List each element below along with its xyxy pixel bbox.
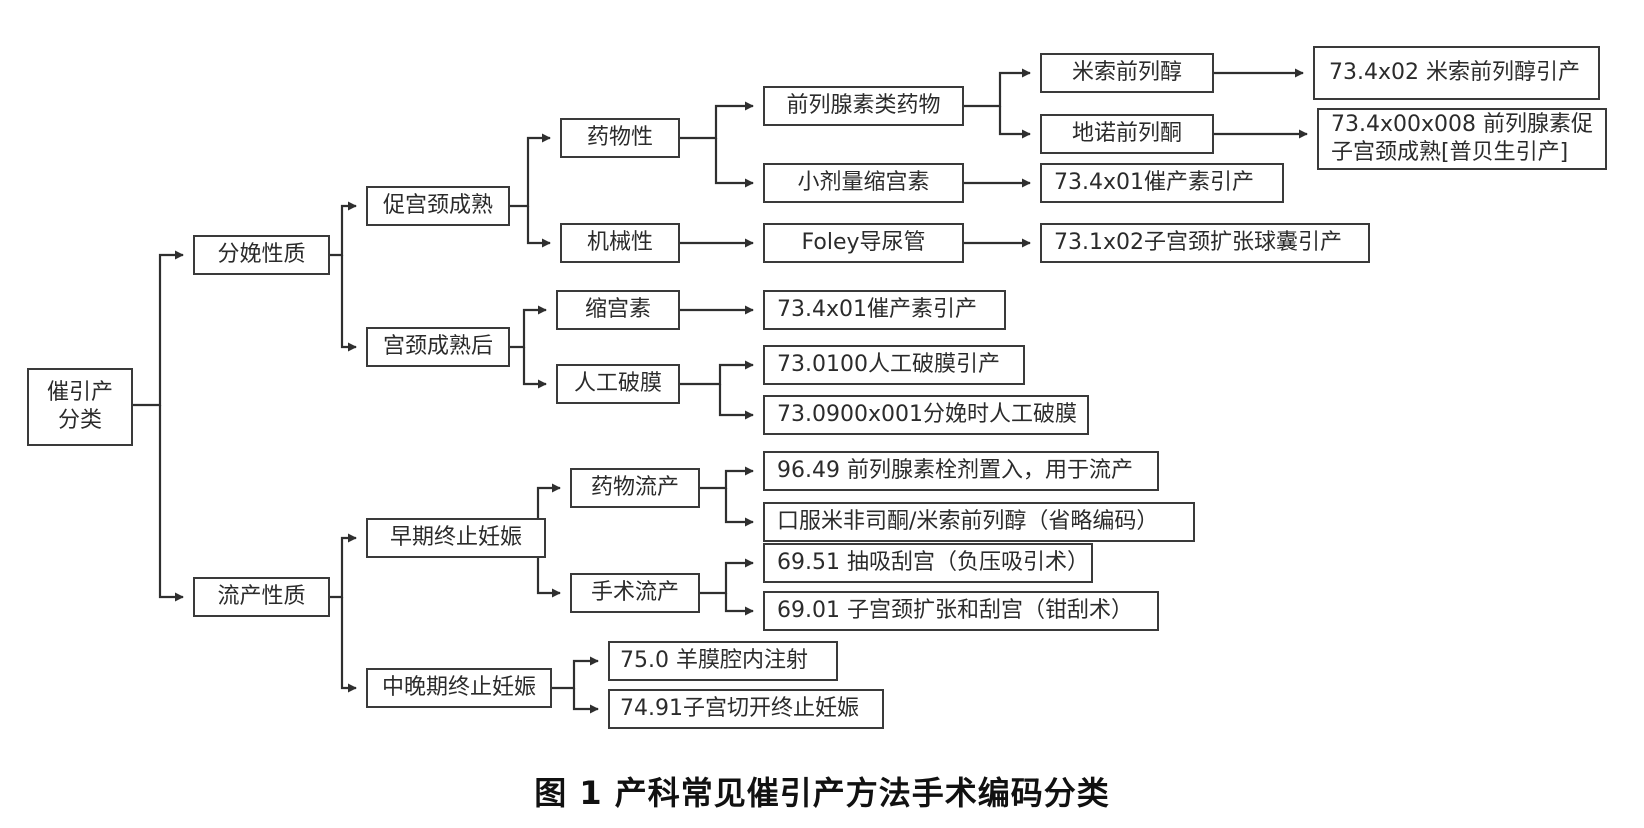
node-prostaglandins: 前列腺素类药物 xyxy=(763,86,964,126)
code-hysterotomy: 74.91子宫切开终止妊娠 xyxy=(608,689,884,729)
node-misoprostol: 米索前列醇 xyxy=(1040,53,1214,93)
connector xyxy=(330,533,357,599)
connector xyxy=(340,255,357,352)
code-oxytocin-low-dose: 73.4x01催产素引产 xyxy=(1040,163,1284,203)
node-low-dose-oxytocin: 小剂量缩宫素 xyxy=(763,163,964,203)
code-prostaglandin-suppository: 96.49 前列腺素栓剂置入，用于流产 xyxy=(763,451,1159,491)
code-misoprostol-induction: 73.4x02 米索前列醇引产 xyxy=(1313,46,1600,100)
connector xyxy=(700,558,754,595)
code-suction-curettage: 69.51 抽吸刮宫（负压吸引术） xyxy=(763,543,1093,583)
node-amniotomy: 人工破膜 xyxy=(556,364,680,404)
code-amniotic-injection: 75.0 羊膜腔内注射 xyxy=(608,641,838,681)
code-oral-mifepristone: 口服米非司酮/米索前列醇（省略编码） xyxy=(763,502,1195,542)
connector xyxy=(572,688,599,714)
connector xyxy=(522,347,547,389)
root-node: 催引产 分类 xyxy=(27,368,133,446)
connector xyxy=(526,206,551,248)
node-cervical-ripening: 促宫颈成熟 xyxy=(366,186,510,226)
connector xyxy=(718,384,754,420)
connector xyxy=(680,101,754,140)
code-dilation-curettage: 69.01 子宫颈扩张和刮宫（钳刮术） xyxy=(763,591,1159,631)
node-after-ripening: 宫颈成熟后 xyxy=(366,327,510,367)
connector xyxy=(724,488,754,527)
node-pharmacological: 药物性 xyxy=(560,118,680,158)
code-amniotomy-induction: 73.0100人工破膜引产 xyxy=(763,345,1025,385)
code-balloon-induction: 73.1x02子宫颈扩张球囊引产 xyxy=(1040,223,1370,263)
connector xyxy=(700,466,754,490)
node-medical-abortion: 药物流产 xyxy=(570,468,700,508)
code-amniotomy-delivery: 73.0900x001分娩时人工破膜 xyxy=(763,395,1089,435)
node-delivery-nature: 分娩性质 xyxy=(193,235,330,275)
code-dinoprostone-ripening: 73.4x00x008 前列腺素促 子宫颈成熟[普贝生引产] xyxy=(1317,108,1607,170)
connector xyxy=(158,405,184,602)
connector xyxy=(714,138,754,188)
connector xyxy=(552,656,599,690)
connector xyxy=(510,133,551,208)
node-dinoprostone: 地诺前列酮 xyxy=(1040,114,1214,154)
connector xyxy=(510,305,547,349)
figure-caption: 图 1 产科常见催引产方法手术编码分类 xyxy=(534,774,1110,812)
connector xyxy=(133,250,184,407)
code-oxytocin-induction: 73.4x01催产素引产 xyxy=(763,290,1006,330)
node-foley-catheter: Foley导尿管 xyxy=(763,223,964,263)
connector xyxy=(330,201,357,257)
node-mid-late-termination: 中晚期终止妊娠 xyxy=(366,668,552,708)
node-mechanical: 机械性 xyxy=(560,223,680,263)
connector xyxy=(964,68,1031,108)
connector xyxy=(680,360,754,386)
node-oxytocin: 缩宫素 xyxy=(556,290,680,330)
node-surgical-abortion: 手术流产 xyxy=(570,573,700,613)
connector xyxy=(998,106,1031,139)
connector xyxy=(340,597,357,693)
code-dinoprostone-line2: 子宫颈成熟[普贝生引产] xyxy=(1331,140,1569,165)
connector xyxy=(724,593,754,616)
node-abortion-nature: 流产性质 xyxy=(193,577,330,617)
node-early-termination: 早期终止妊娠 xyxy=(366,518,546,558)
code-dinoprostone-line1: 73.4x00x008 前列腺素促 xyxy=(1331,112,1594,137)
root-label-line2: 分类 xyxy=(57,408,102,433)
root-label-line1: 催引产 xyxy=(46,380,113,405)
